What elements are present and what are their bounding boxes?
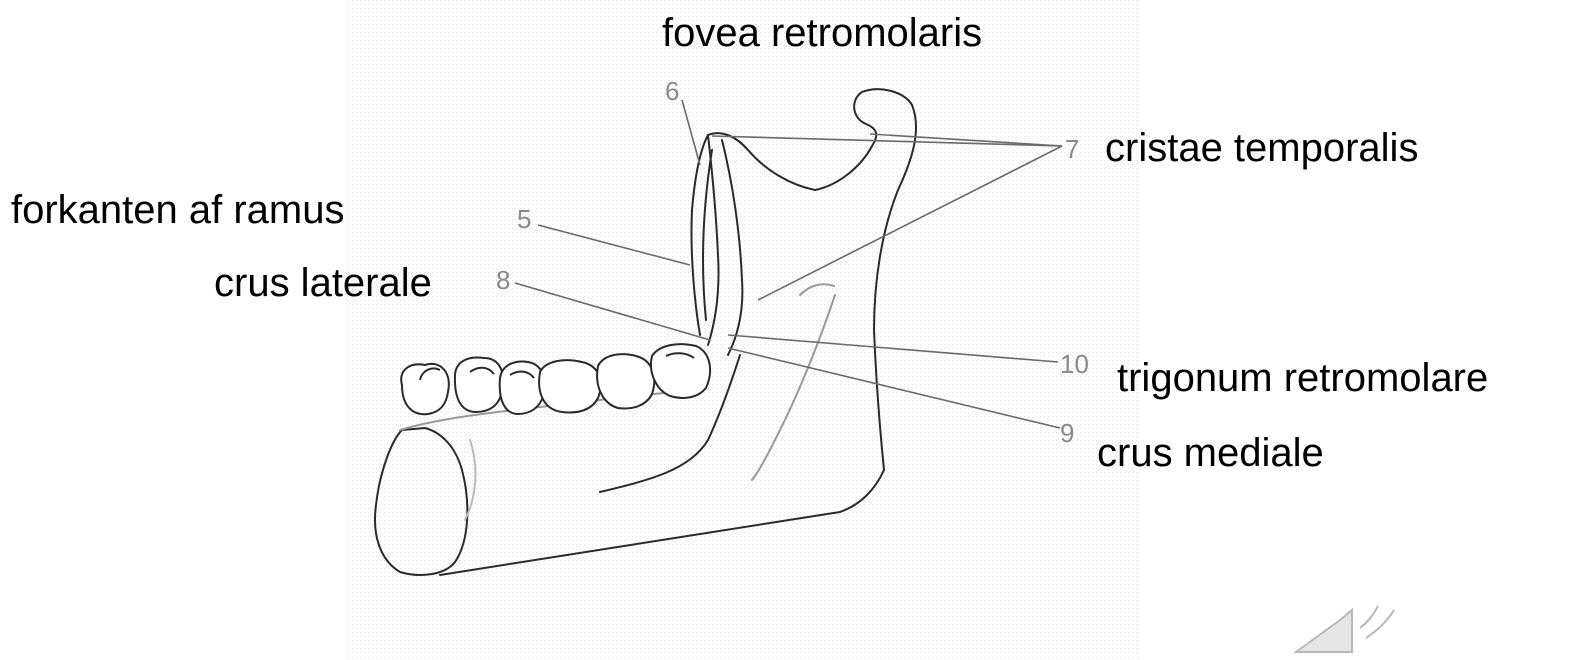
marker-10: 10 <box>1060 349 1089 379</box>
label-trigonum-retromolare: trigonum retromolare <box>1117 358 1488 398</box>
drawing-background <box>345 0 1140 660</box>
marker-6: 6 <box>665 76 679 106</box>
label-cristae-temporalis: cristae temporalis <box>1105 128 1418 168</box>
label-forkanten-af-ramus: forkanten af ramus <box>11 190 345 230</box>
speaker-icon[interactable] <box>1296 606 1394 652</box>
marker-5: 5 <box>517 204 531 234</box>
label-crus-laterale: crus laterale <box>214 263 432 303</box>
marker-7: 7 <box>1065 134 1079 164</box>
marker-9: 9 <box>1060 418 1074 448</box>
marker-8: 8 <box>496 265 510 295</box>
label-fovea-retromolaris: fovea retromolaris <box>662 13 982 53</box>
label-crus-mediale: crus mediale <box>1097 433 1324 473</box>
